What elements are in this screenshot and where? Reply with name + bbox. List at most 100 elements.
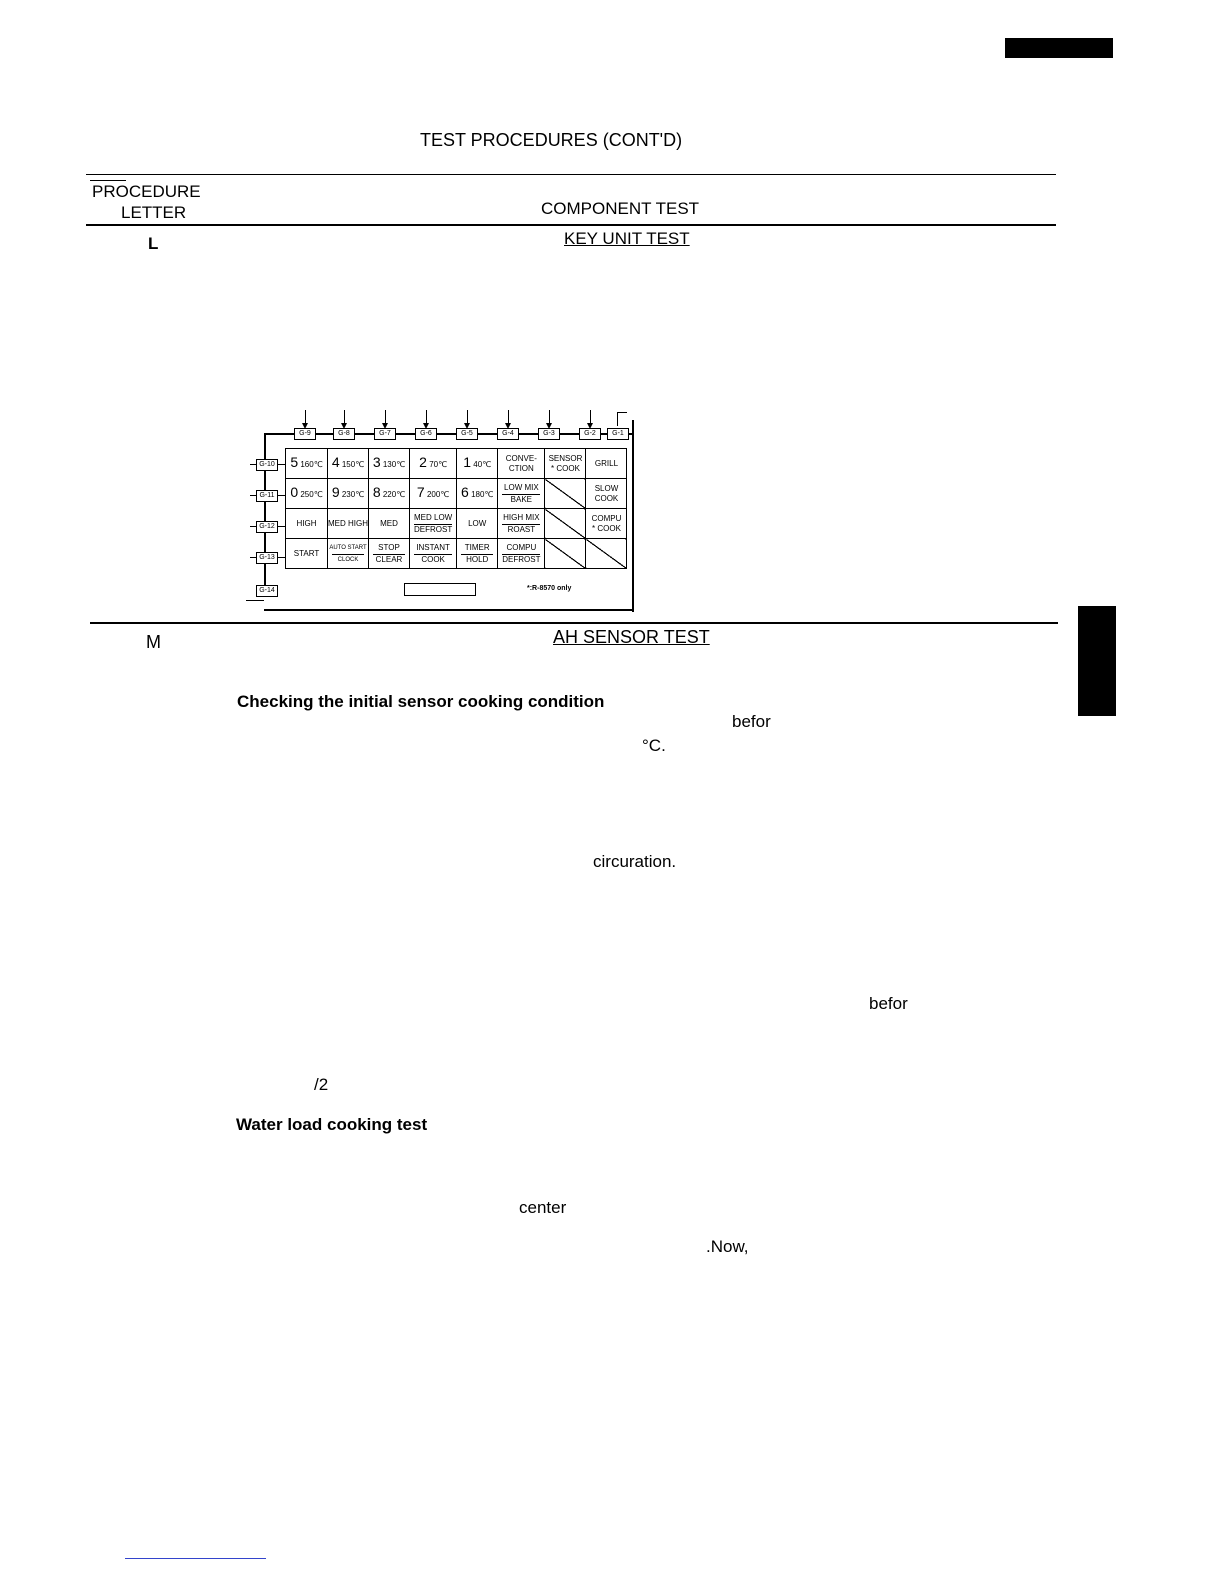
text-fragment-befor-2: befor <box>869 994 908 1013</box>
text-fragment-degc: °C. <box>642 736 666 755</box>
key-label: CLOCK <box>332 554 364 565</box>
key-med-high: MED HIGH <box>327 508 369 539</box>
column-header-letter: LETTER <box>121 203 187 222</box>
key-label: MED LOW <box>414 512 453 522</box>
key-1: 1 40℃ <box>456 448 499 479</box>
ah-sensor-test-title: AH SENSOR TEST <box>553 627 710 647</box>
key-label: START <box>293 548 320 558</box>
key-2: 2 70℃ <box>408 448 458 479</box>
key-label: CTION <box>508 463 534 473</box>
key-number: 1 <box>463 454 472 470</box>
arrow-stem <box>508 410 509 426</box>
key-label: MED <box>380 518 398 528</box>
connector-g1: G-1 <box>607 428 629 440</box>
procedure-letter-l: L <box>148 234 159 253</box>
side-black-tab <box>1078 606 1116 716</box>
text-fragment-now: .Now, <box>706 1237 749 1256</box>
connector-g2: G-2 <box>579 428 601 440</box>
key-grill: GRILL <box>585 448 628 479</box>
column-header-component-test: COMPONENT TEST <box>541 199 700 218</box>
ground-icon <box>246 600 264 601</box>
diagram-left-bus <box>264 433 266 593</box>
key-label: ROAST <box>502 523 541 535</box>
footer-link-line <box>125 1558 266 1559</box>
key-7: 7 200℃ <box>408 478 458 509</box>
heading-water-load-test: Water load cooking test <box>236 1115 428 1134</box>
connector-g3: G-3 <box>538 428 560 440</box>
key-number: 9 <box>331 484 340 500</box>
display-window <box>404 583 476 596</box>
connector-g6: G-6 <box>415 428 437 440</box>
key-blank <box>585 538 628 569</box>
arrow-down-icon <box>341 423 347 429</box>
header-top-rule <box>86 174 1056 175</box>
key-label: INSTANT <box>416 542 450 552</box>
key-label: SENSOR <box>548 453 583 463</box>
key-number: 5 <box>290 454 299 470</box>
key-label: DEFROST <box>502 553 541 564</box>
key-temp: 230℃ <box>341 490 365 499</box>
key-label: MED HIGH <box>328 518 368 528</box>
key-label: LOW MIX <box>504 482 539 492</box>
key-temp: 180℃ <box>471 490 494 499</box>
key-grid: 5 160℃ 4 150℃ 3 130℃ 2 70℃ 1 40℃ CONVE-C… <box>285 448 628 569</box>
diagram-top-bus <box>264 433 632 435</box>
header-bottom-rule <box>86 224 1056 226</box>
key-med: MED <box>368 508 410 539</box>
key-row: 5 160℃ 4 150℃ 3 130℃ 2 70℃ 1 40℃ CONVE-C… <box>285 448 628 479</box>
key-temp: 200℃ <box>426 490 450 499</box>
heading-initial-sensor-condition: Checking the initial sensor cooking cond… <box>237 692 605 711</box>
key-label: DEFROST <box>414 523 453 534</box>
key-compu-cook: COMPU* COOK <box>585 508 628 539</box>
key-label: TIMER <box>464 542 490 552</box>
key-label: HIGH <box>296 518 317 528</box>
text-fragment-circuration: circuration. <box>593 852 677 871</box>
arrow-stem <box>305 410 306 426</box>
key-label: BAKE <box>502 493 541 505</box>
procedure-letter-m: M <box>146 632 161 652</box>
key-label: CLEAR <box>373 553 405 565</box>
ground-icon <box>617 412 627 413</box>
key-number: 6 <box>461 484 469 500</box>
key-low: LOW <box>456 508 499 539</box>
connector-g7: G-7 <box>374 428 396 440</box>
key-start: START <box>285 538 328 569</box>
arrow-down-icon <box>423 423 429 429</box>
connector-g8: G-8 <box>333 428 355 440</box>
diagram-bottom-line <box>264 609 634 611</box>
arrow-stem <box>426 410 427 426</box>
text-fragment-center: center <box>519 1198 567 1217</box>
arrow-stem <box>549 410 550 426</box>
arrow-down-icon <box>464 423 470 429</box>
key-blank <box>544 508 587 539</box>
connector-g10: G-10 <box>256 459 278 471</box>
arrow-stem <box>467 410 468 426</box>
key-number: 4 <box>331 454 340 470</box>
model-footnote: *:R-8570 only <box>527 585 572 592</box>
key-sensor-cook: SENSOR* COOK <box>544 448 587 479</box>
section-divider <box>90 622 1058 624</box>
arrow-down-icon <box>546 423 552 429</box>
key-temp: 150℃ <box>341 460 365 469</box>
key-label: LOW <box>468 518 487 528</box>
connector-g12: G-12 <box>256 521 278 533</box>
key-label: STOP <box>378 542 400 552</box>
key-number: 8 <box>372 484 381 500</box>
diagram-right-line <box>632 420 634 612</box>
arrow-down-icon <box>382 423 388 429</box>
key-number: 3 <box>372 454 381 470</box>
text-fragment-half: /2 <box>314 1075 329 1094</box>
key-temp: 40℃ <box>473 460 492 469</box>
key-label: * COOK <box>551 463 580 473</box>
key-temp: 250℃ <box>300 490 323 499</box>
arrow-stem <box>385 410 386 426</box>
